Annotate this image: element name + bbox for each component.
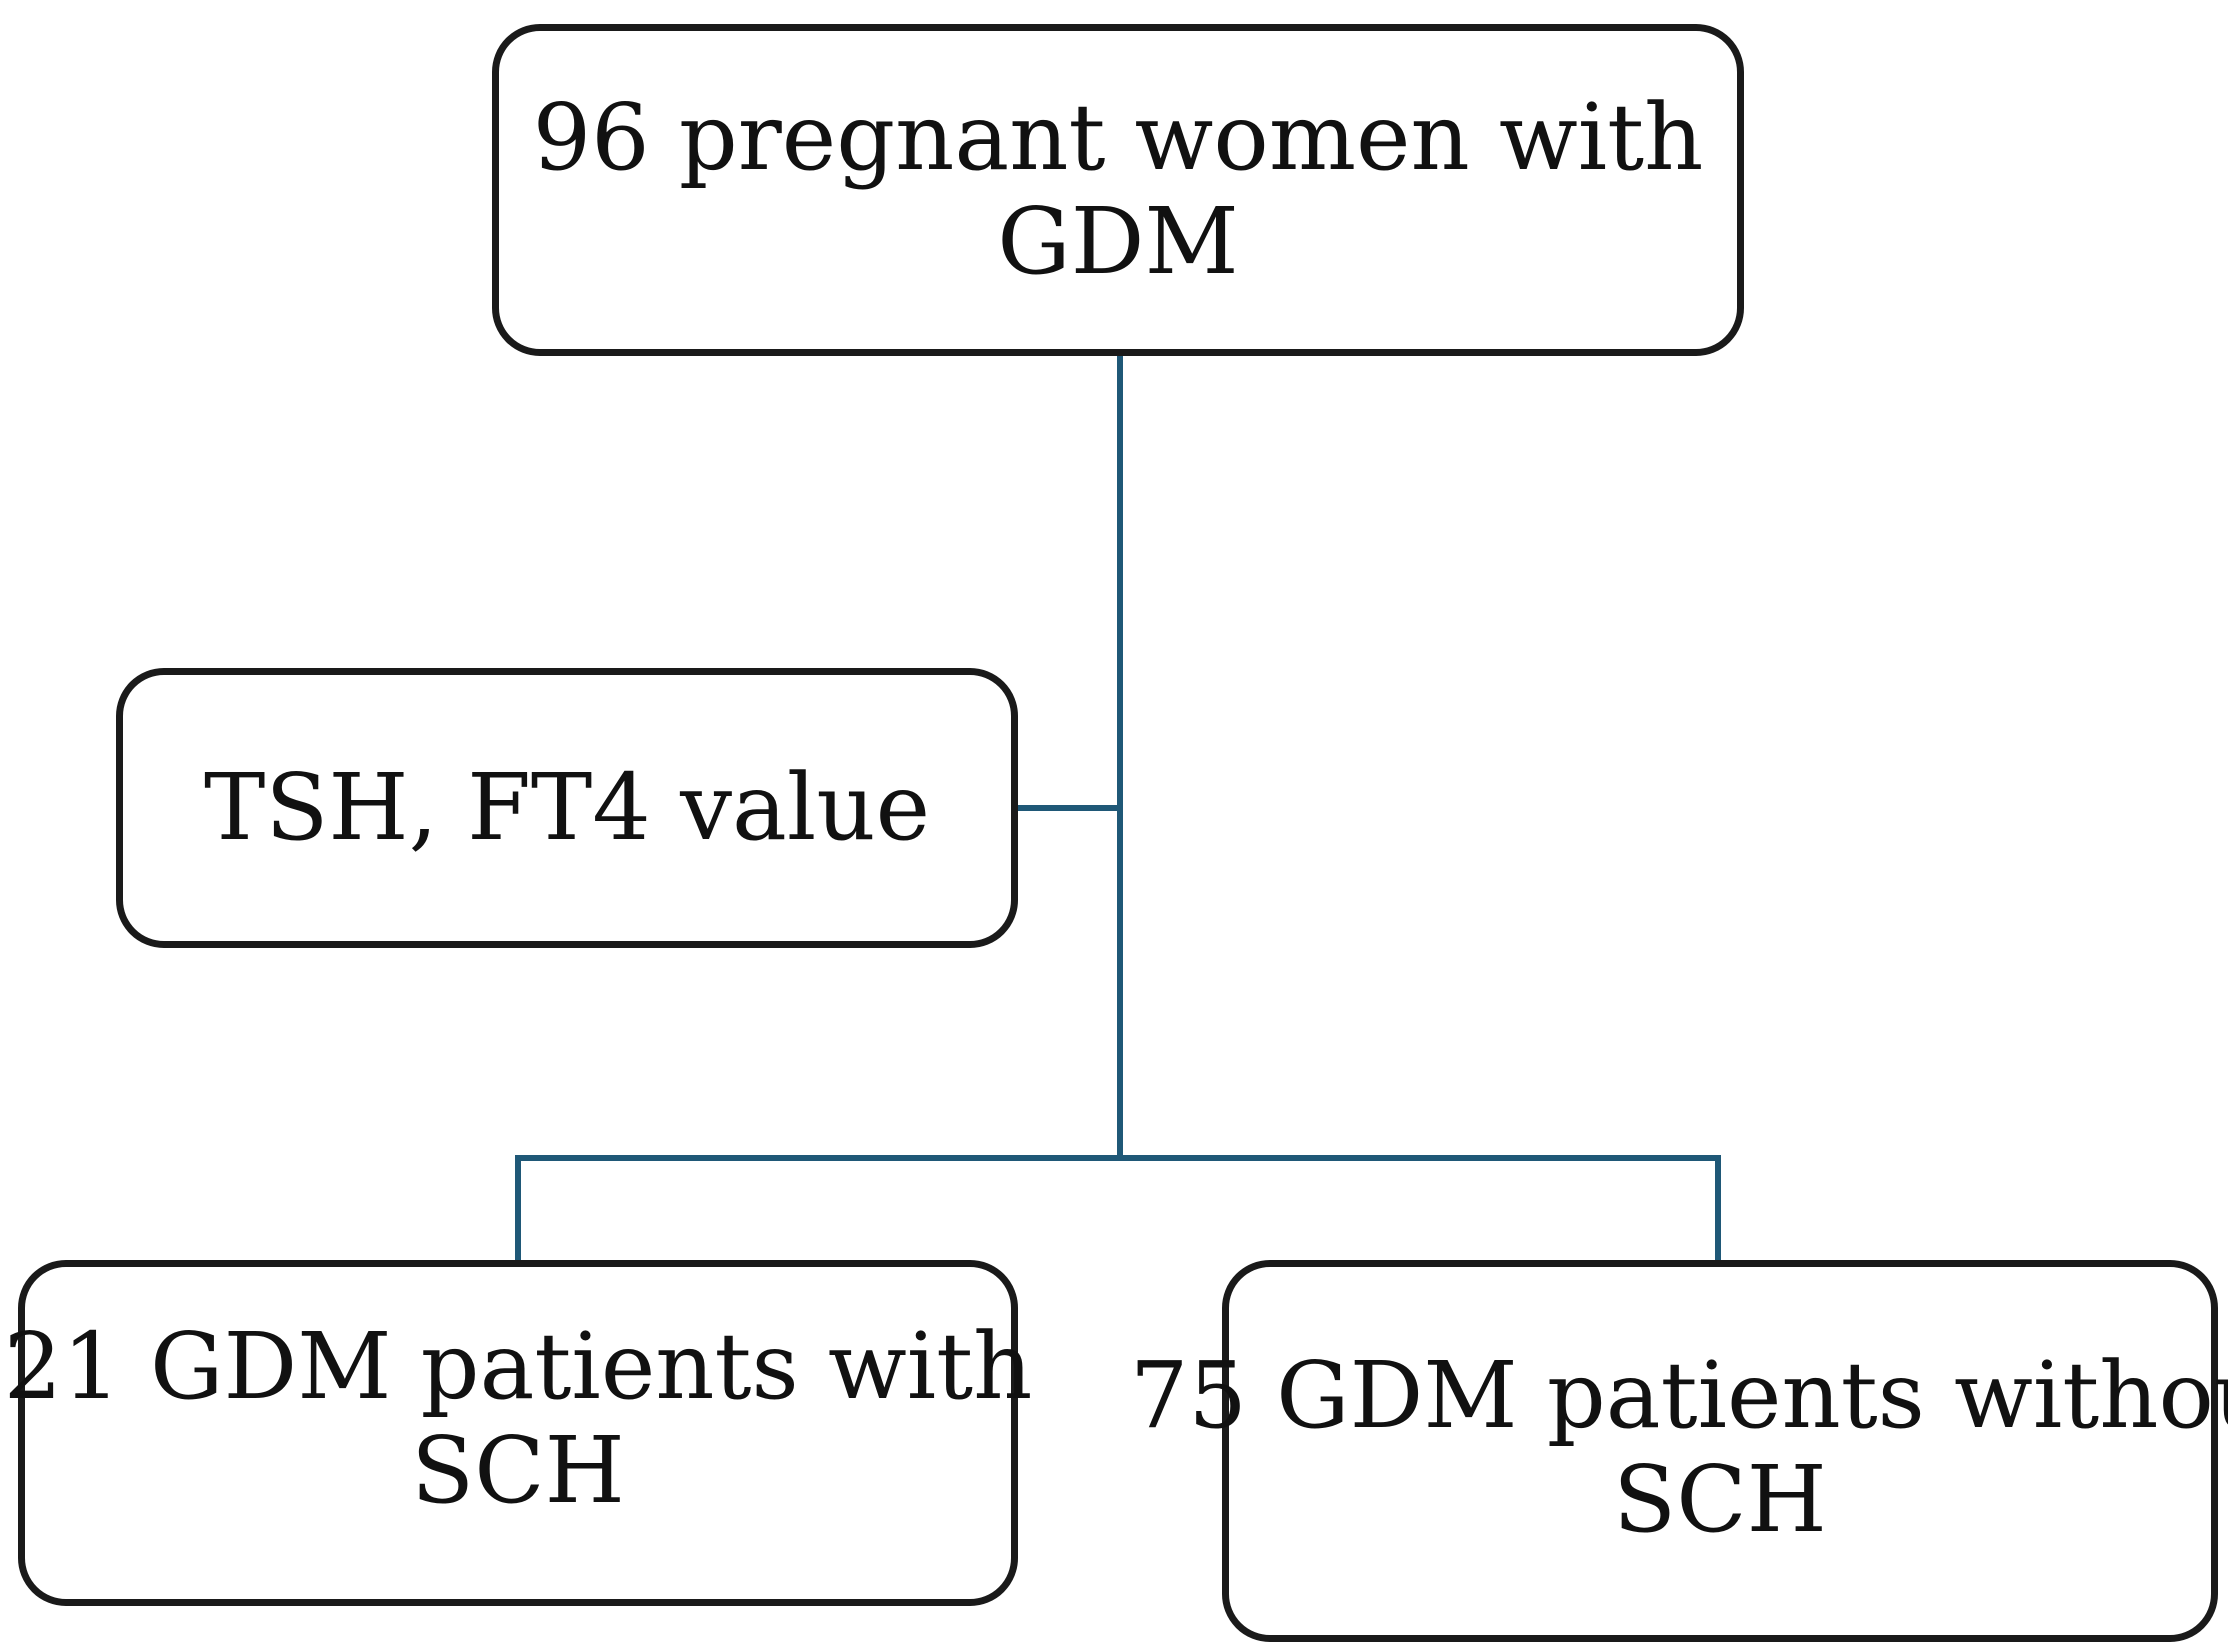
node-left-text: 21 GDM patients with SCH — [4, 1315, 1033, 1523]
node-right-box: 75 GDM patients without SCH — [1130, 1260, 2228, 1642]
node-top-line-2: GDM — [997, 188, 1239, 295]
node-left-box: 21 GDM patients with SCH — [4, 1260, 1032, 1606]
node-top-text: 96 pregnant women with GDM — [533, 86, 1704, 294]
node-middle-text: TSH, FT4 value — [204, 756, 930, 860]
node-middle-line-1: TSH, FT4 value — [203, 754, 931, 862]
node-right-text: 75 GDM patients without SCH — [1130, 1344, 2228, 1552]
node-middle-box: TSH, FT4 value — [116, 668, 1018, 948]
node-top-box: 96 pregnant women with GDM — [492, 24, 1744, 356]
node-right-line-2: SCH — [1613, 1446, 1827, 1553]
node-right-line-1: 75 GDM patients without — [1129, 1342, 2228, 1450]
node-top-line-1: 96 pregnant women with — [532, 84, 1704, 192]
node-left-line-1: 21 GDM patients with — [3, 1313, 1033, 1421]
node-left-line-2: SCH — [411, 1417, 625, 1524]
